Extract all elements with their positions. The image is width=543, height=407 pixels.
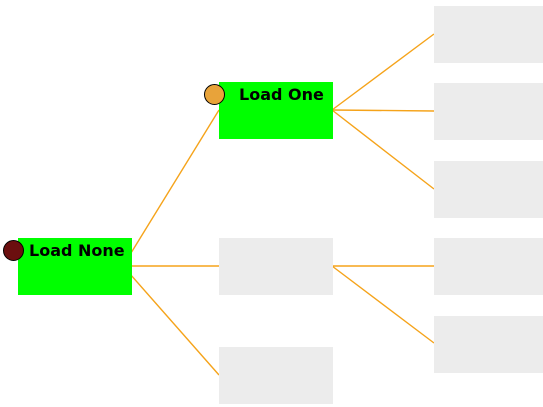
node-right-2-empty[interactable] (434, 83, 543, 140)
load-none-marker-icon (3, 240, 24, 261)
edge-load-one-to-r2 (331, 109, 435, 112)
node-label-load-one: Load One (239, 85, 324, 104)
edge-load-one-to-r1 (331, 33, 435, 111)
node-right-5-empty[interactable] (434, 316, 543, 373)
edge-root-to-bottom (122, 265, 220, 376)
node-right-4-empty[interactable] (434, 238, 543, 295)
node-right-1-empty[interactable] (434, 6, 543, 63)
load-one-marker-icon (204, 84, 225, 105)
node-bottom-empty[interactable] (219, 347, 333, 404)
edge-load-one-to-r3 (331, 109, 435, 190)
node-label-load-none: Load None (29, 241, 125, 260)
edge-mid-to-r5 (331, 265, 435, 344)
node-load-none[interactable]: Load None (3, 238, 132, 295)
node-load-one[interactable]: Load One (204, 82, 333, 139)
node-middle-empty[interactable] (219, 238, 333, 295)
edge-root-to-load-one (122, 109, 220, 267)
node-right-3-empty[interactable] (434, 161, 543, 218)
